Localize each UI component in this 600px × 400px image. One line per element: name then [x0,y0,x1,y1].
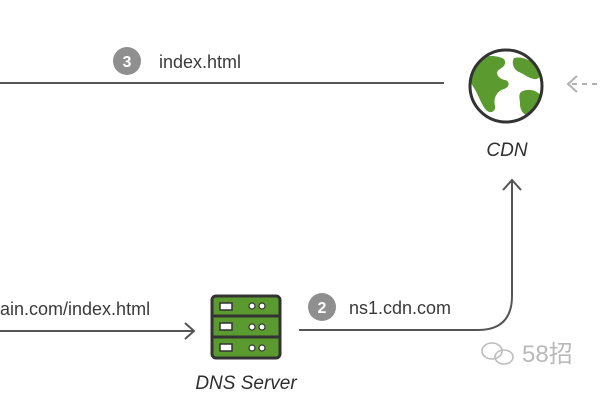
step-3-number: 3 [123,54,132,71]
step-2-number: 2 [318,300,327,317]
step-2-label: ns1.cdn.com [349,298,451,318]
watermark-text: 58招 [522,341,573,368]
step-2-badge: 2 [308,293,336,321]
dns-to-cdn-arrow [299,178,522,331]
dns-server-label: DNS Server [195,373,297,394]
request-arrow [0,322,196,340]
globe-icon [468,48,544,124]
cdn-label: CDN [486,140,527,161]
incoming-dashed-arrow [566,75,600,93]
wechat-icon [481,342,514,365]
watermark: 58招 [481,341,573,368]
step-3-badge: 3 [113,47,141,75]
step-3-label: index.html [159,52,241,72]
request-url-label: ain.com/index.html [0,299,150,319]
server-icon [210,294,282,360]
